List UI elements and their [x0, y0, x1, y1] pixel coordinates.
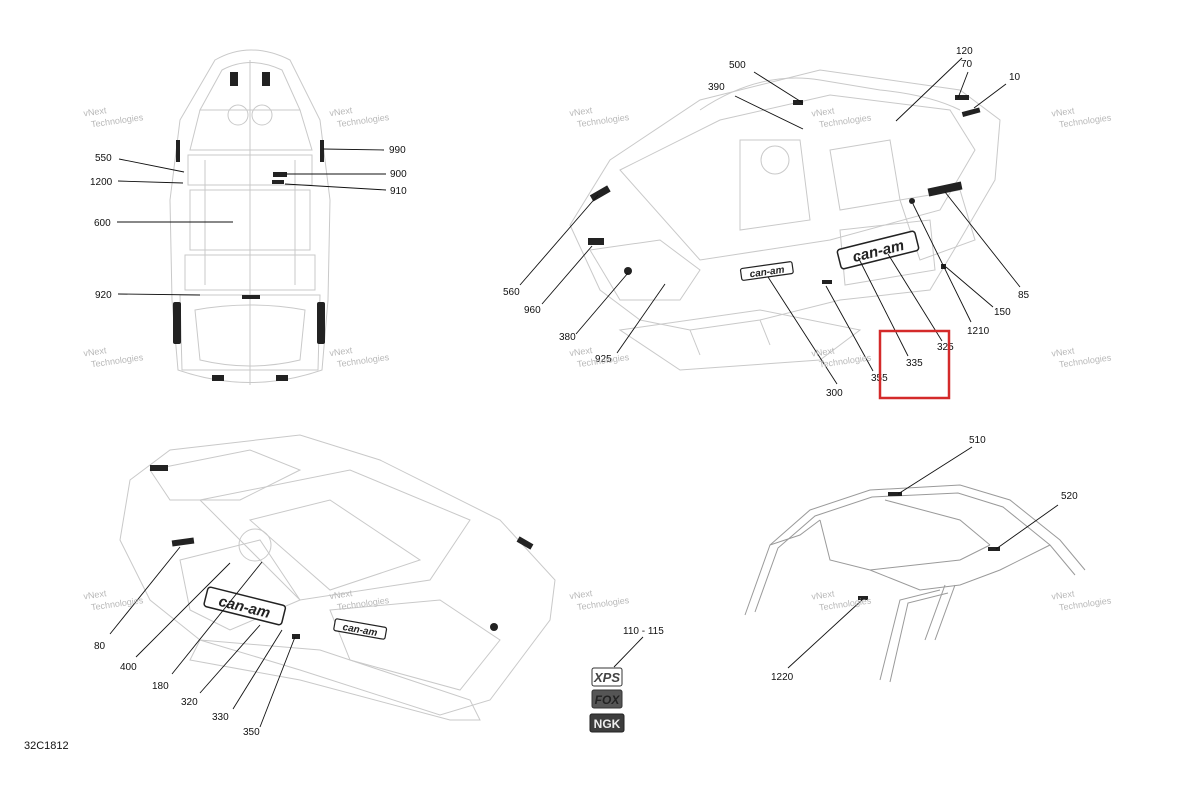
- decal-kit: 110 - 115 XPS FOX NGK: [589, 626, 664, 733]
- callout-990: 990: [389, 145, 406, 156]
- watermark-line1: vNext: [811, 345, 836, 358]
- watermark-line1: vNext: [1051, 345, 1076, 358]
- callout-10: 10: [1009, 72, 1021, 83]
- callout-380: 380: [559, 332, 576, 343]
- callout-520: 520: [1061, 491, 1078, 502]
- watermark-line1: vNext: [811, 105, 836, 118]
- callout-560: 560: [503, 287, 520, 298]
- watermark-line1: vNext: [329, 345, 354, 358]
- watermark-line1: vNext: [83, 105, 108, 118]
- callout-330: 330: [212, 712, 229, 723]
- top-view-callouts: 550 1200 600 920 990 900 910: [90, 145, 407, 301]
- callout-1210: 1210: [967, 326, 990, 337]
- callout-920: 920: [95, 290, 112, 301]
- callout-85: 85: [1018, 290, 1030, 301]
- watermark-line1: vNext: [1051, 588, 1076, 601]
- callout-1220: 1220: [771, 672, 794, 683]
- top-view-vehicle: [169, 49, 331, 385]
- rear-view-callouts: 80 400 180 320 330 350: [94, 641, 260, 738]
- watermark-line1: vNext: [83, 345, 108, 358]
- callout-925: 925: [595, 354, 612, 365]
- callout-300: 300: [826, 388, 843, 399]
- callout-325: 325: [937, 342, 954, 353]
- watermark-line1: vNext: [1051, 105, 1076, 118]
- callout-335: 335: [906, 358, 923, 369]
- watermarks: vNext Technologies vNext Technologies vN…: [83, 105, 1113, 613]
- callout-510: 510: [969, 435, 986, 446]
- callout-120: 120: [956, 46, 973, 57]
- roll-cage-callouts: 510 520 1220: [771, 435, 1078, 683]
- iso-view-leaders: [519, 57, 1021, 385]
- iso-view-vehicle: can-am can-am: [569, 69, 1001, 371]
- top-view-leaders: [117, 148, 387, 296]
- watermark-line1: vNext: [569, 345, 594, 358]
- callout-150: 150: [994, 307, 1011, 318]
- callout-320: 320: [181, 697, 198, 708]
- callout-500: 500: [729, 60, 746, 71]
- callout-550: 550: [95, 153, 112, 164]
- watermark-line1: vNext: [83, 588, 108, 601]
- watermark-line1: vNext: [569, 588, 594, 601]
- callout-910: 910: [390, 186, 407, 197]
- decal-ngk: NGK: [594, 717, 621, 731]
- callout-390: 390: [708, 82, 725, 93]
- callout-70: 70: [961, 59, 973, 70]
- callout-400: 400: [120, 662, 137, 673]
- decal-xps: XPS: [593, 670, 620, 685]
- rear-view-vehicle: can-am can-am: [119, 434, 556, 721]
- roll-cage: [744, 484, 1086, 683]
- callout-1200: 1200: [90, 177, 113, 188]
- callout-80: 80: [94, 641, 106, 652]
- callout-960: 960: [524, 305, 541, 316]
- highlight-box-335: [878, 329, 951, 400]
- callout-110-115: 110 - 115: [623, 626, 664, 637]
- decal-fox: FOX: [595, 693, 621, 707]
- iso-hood-brand-decal: can-am: [749, 265, 785, 281]
- diagram-reference-code: 32C1812: [24, 740, 69, 752]
- callout-600: 600: [94, 218, 111, 229]
- watermark-line1: vNext: [329, 588, 354, 601]
- callout-180: 180: [152, 681, 169, 692]
- watermark-line1: vNext: [569, 105, 594, 118]
- roll-cage-leaders: [787, 446, 1059, 669]
- rear-view-leaders: [109, 546, 296, 728]
- watermark-line1: vNext: [329, 105, 354, 118]
- watermark-line1: vNext: [811, 588, 836, 601]
- callout-900: 900: [390, 169, 407, 180]
- callout-350: 350: [243, 727, 260, 738]
